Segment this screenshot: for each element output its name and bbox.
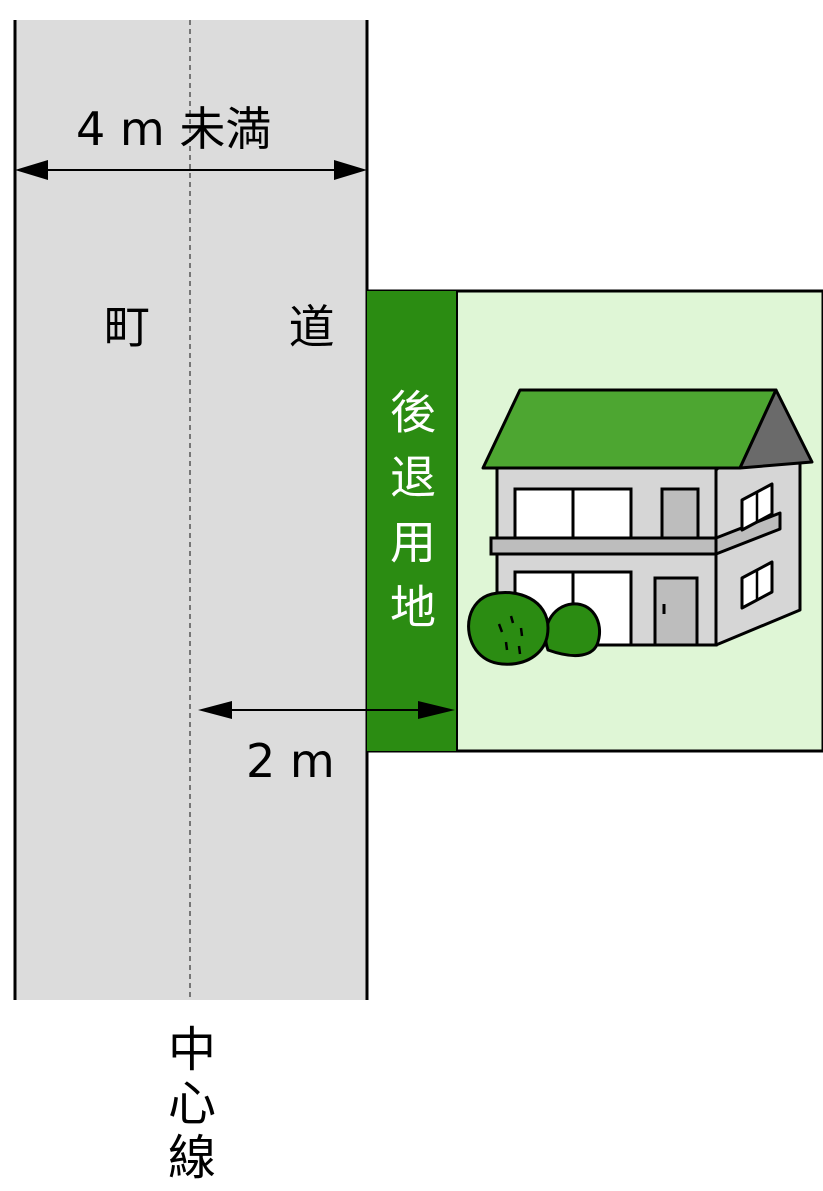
setback-distance-arrow [198, 701, 455, 719]
road-name-label: 町 道 [104, 300, 397, 354]
road-width-label: 4 m 未満 [76, 102, 272, 156]
setback-label: 後退用地 [383, 388, 437, 648]
shrub-icon [467, 591, 601, 666]
road-surface [15, 20, 367, 1000]
centerline-label: 中心線 [159, 1024, 215, 1186]
road-width-arrow [15, 160, 367, 180]
setback-distance-label: 2 m [246, 734, 335, 788]
setback-strip [367, 291, 457, 751]
